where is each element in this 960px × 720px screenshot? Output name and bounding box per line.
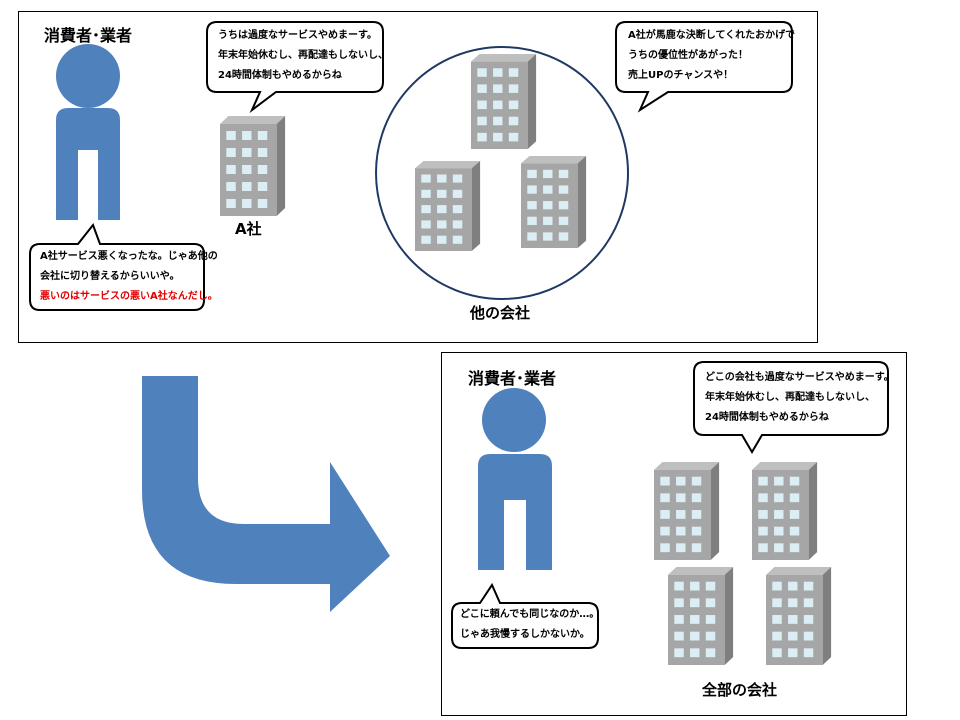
consumer-person-icon bbox=[56, 44, 120, 220]
consumer-speech-line-2: 会社に切り替えるからいいや。 bbox=[40, 271, 180, 282]
after-consumer-speech-bubble bbox=[451, 582, 599, 649]
company-a-speech: うちは過度なサービスやめまーす。 年末年始休むし、再配達もしないし、 24時間体… bbox=[218, 26, 388, 86]
companies-speech: どこの会社も過度なサービスやめまーす。 年末年始休むし、再配達もしないし、 24… bbox=[705, 368, 894, 428]
other-building-icon-2 bbox=[415, 161, 481, 251]
company-a-speech-bubble bbox=[206, 21, 384, 114]
consumer-label: 消費者･業者 bbox=[44, 26, 133, 45]
other-companies-label: 他の会社 bbox=[470, 304, 531, 322]
others-speech-line-1: A社が馬鹿な決断してくれたおかげで bbox=[628, 30, 796, 41]
all-building-icon-2 bbox=[752, 462, 818, 560]
all-companies-label: 全部の会社 bbox=[702, 681, 778, 699]
company-a-building-icon bbox=[220, 116, 286, 216]
all-building-icon-4 bbox=[766, 567, 832, 665]
after-consumer-label: 消費者･業者 bbox=[468, 369, 557, 388]
others-speech: A社が馬鹿な決断してくれたおかげで うちの優位性があがった！ 売上UPのチャンス… bbox=[628, 26, 795, 86]
companies-speech-line-2: 年末年始休むし、再配達もしないし、 bbox=[705, 392, 875, 403]
companies-speech-line-1: どこの会社も過度なサービスやめまーす。 bbox=[705, 372, 894, 383]
company-a-speech-line-3: 24時間体制もやめるからね bbox=[218, 70, 342, 81]
after-consumer-speech-line-1: どこに頼んでも同じなのか…。 bbox=[460, 609, 600, 620]
consumer-speech-line-3: 悪いのはサービスの悪いA社なんだし。 bbox=[40, 291, 218, 302]
company-a-speech-line-1: うちは過度なサービスやめまーす。 bbox=[218, 30, 377, 41]
consumer-speech-line-1: A社サービス悪くなったな。じゃあ他の bbox=[40, 251, 218, 262]
others-speech-line-3: 売上UPのチャンスや！ bbox=[628, 70, 734, 81]
others-speech-line-2: うちの優位性があがった！ bbox=[628, 50, 748, 61]
company-a-speech-line-2: 年末年始休むし、再配達もしないし、 bbox=[218, 50, 388, 61]
consumer-speech-bubble bbox=[29, 222, 205, 311]
after-consumer-speech-line-2: じゃあ我慢するしかないか。 bbox=[460, 629, 590, 640]
after-consumer-person-icon bbox=[478, 388, 552, 570]
all-building-icon-1 bbox=[654, 462, 720, 560]
other-building-icon-1 bbox=[471, 54, 537, 149]
consumer-speech: A社サービス悪くなったな。じゃあ他の 会社に切り替えるからいいや。 悪いのはサー… bbox=[40, 247, 218, 307]
companies-speech-bubble bbox=[693, 361, 889, 454]
others-speech-bubble bbox=[615, 21, 793, 113]
all-building-icon-3 bbox=[668, 567, 734, 665]
other-building-icon-3 bbox=[521, 156, 587, 248]
transition-arrow-icon bbox=[142, 376, 390, 612]
companies-speech-line-3: 24時間体制もやめるからね bbox=[705, 412, 829, 423]
company-a-label: A社 bbox=[235, 220, 262, 238]
after-consumer-speech: どこに頼んでも同じなのか…。 じゃあ我慢するしかないか。 bbox=[460, 605, 599, 645]
